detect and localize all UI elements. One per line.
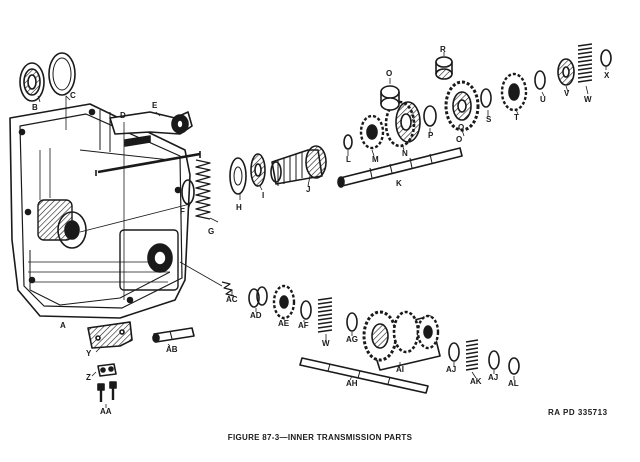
- part-h-washer: [229, 157, 247, 195]
- part-j-gear: [270, 145, 327, 186]
- part-al-ring: [508, 357, 520, 375]
- label-w-lower: W: [322, 339, 330, 348]
- part-b-seal: [19, 62, 45, 102]
- part-l-snap-ring: [343, 134, 353, 150]
- label-ak: AK: [470, 377, 482, 386]
- label-l: L: [346, 155, 351, 164]
- label-t: T: [514, 113, 519, 122]
- part-aa-bolts: [97, 381, 117, 402]
- part-k-mainshaft: [337, 147, 463, 188]
- label-af: AF: [298, 321, 309, 330]
- part-o-bearing: [380, 85, 400, 111]
- part-g-spring: [195, 159, 211, 220]
- part-r-bushing: [435, 56, 453, 80]
- label-p: P: [428, 131, 434, 140]
- label-e: E: [152, 101, 158, 110]
- part-y-plate: [87, 321, 133, 349]
- part-t-hub: [500, 72, 528, 112]
- label-j: J: [306, 185, 311, 194]
- label-g: G: [208, 227, 215, 236]
- label-h: H: [236, 203, 242, 212]
- leader-lines: [37, 52, 607, 408]
- part-w-spring-lower: [317, 297, 333, 333]
- part-x-washer: [600, 49, 612, 67]
- part-w-spring-top: [577, 43, 593, 83]
- part-aj-washer-1: [448, 342, 460, 362]
- label-q: Q: [458, 123, 465, 132]
- part-q-gear: [444, 80, 480, 132]
- label-al: AL: [508, 379, 519, 388]
- part-n-gear: [384, 100, 421, 148]
- label-ae: AE: [278, 319, 290, 328]
- label-c: C: [70, 91, 76, 100]
- part-f-ring: [181, 179, 195, 205]
- label-n: N: [402, 149, 408, 158]
- part-ac-spring: [221, 281, 235, 297]
- label-o-lower: O: [456, 135, 463, 144]
- label-ad: AD: [250, 311, 262, 320]
- label-v: V: [564, 89, 570, 98]
- label-d: D: [120, 111, 126, 120]
- label-a: A: [60, 321, 66, 330]
- label-ag: AG: [346, 335, 358, 344]
- part-v-bearing: [557, 58, 575, 86]
- label-x: X: [604, 71, 610, 80]
- label-f: F: [180, 207, 185, 216]
- part-ae-gear: [272, 284, 296, 320]
- label-aa: AA: [100, 407, 112, 416]
- part-ag-ring: [346, 312, 358, 332]
- label-aj-2: AJ: [488, 373, 499, 382]
- part-ab-pin: [152, 327, 195, 343]
- label-ai: AI: [396, 365, 404, 374]
- label-i: I: [262, 191, 265, 200]
- label-ah: AH: [346, 379, 358, 388]
- part-af-ring: [300, 300, 312, 320]
- part-u-ring: [534, 70, 546, 90]
- label-aj-1: AJ: [446, 365, 457, 374]
- label-r: R: [440, 45, 446, 54]
- label-ac: AC: [226, 295, 238, 304]
- label-b: B: [32, 103, 38, 112]
- label-k: K: [396, 179, 402, 188]
- label-u: U: [540, 95, 546, 104]
- part-e-lever: [109, 111, 193, 147]
- label-z: Z: [86, 373, 91, 382]
- part-ak-spring: [465, 339, 479, 371]
- part-p-washer: [423, 105, 437, 127]
- part-i-thrust-washer: [250, 153, 266, 187]
- label-ab: AB: [166, 345, 178, 354]
- part-z-lock-plate: [97, 363, 117, 377]
- label-w-top: W: [584, 95, 592, 104]
- label-y: Y: [86, 349, 92, 358]
- label-o-top: O: [386, 69, 393, 78]
- part-ai-cluster-gear: [362, 310, 441, 371]
- part-ad-rings: [248, 286, 268, 308]
- part-c-gasket: [48, 52, 76, 96]
- part-aj-washer-2: [488, 350, 500, 370]
- part-m-gear: [359, 114, 385, 150]
- part-s-ring: [480, 88, 492, 108]
- part-ah-countershaft: [299, 357, 429, 394]
- figure-caption: FIGURE 87-3—INNER TRANSMISSION PARTS: [227, 433, 413, 442]
- label-m: M: [372, 155, 379, 164]
- label-s: S: [486, 115, 492, 124]
- figure-reference: RA PD 335713: [548, 408, 608, 417]
- part-d-shaft: [95, 151, 201, 176]
- part-a-transmission-case: [9, 103, 191, 319]
